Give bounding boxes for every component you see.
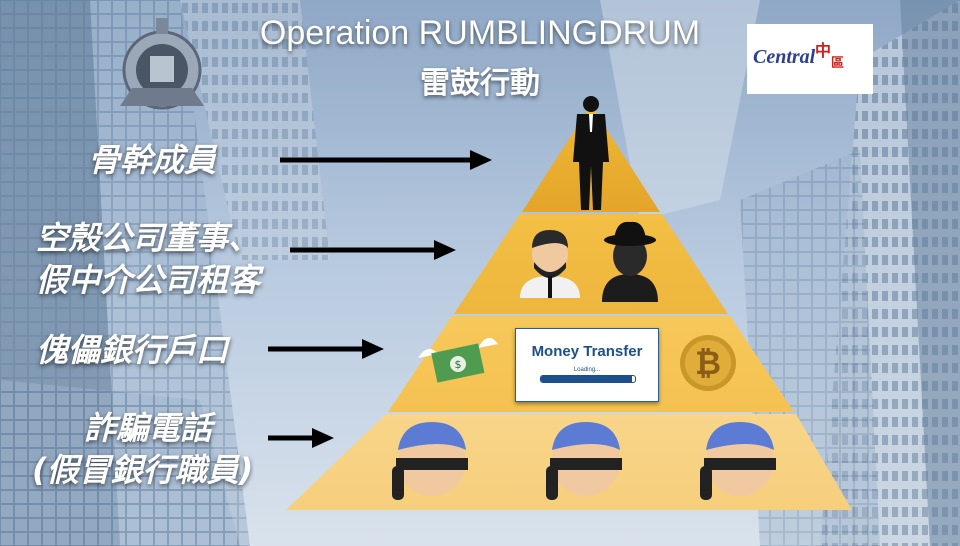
arrow-scam	[268, 428, 334, 448]
logo-zh-small: 區	[831, 56, 845, 71]
money-transfer-progress-bar	[540, 375, 636, 383]
money-transfer-card: Money Transfer Loading...	[515, 328, 659, 402]
hat-man-icon	[602, 221, 658, 302]
label-core-members: 骨幹成員	[88, 141, 217, 179]
businessman-icon	[573, 96, 609, 210]
flying-money-icon: $	[418, 337, 498, 383]
svg-text:₿: ₿	[695, 344, 721, 382]
logo-text: Central	[753, 46, 816, 68]
phone-thief-icon	[392, 422, 468, 500]
money-transfer-loading: Loading...	[573, 367, 601, 373]
phone-thief-icon	[700, 422, 776, 500]
phone-thief-icon	[546, 422, 622, 500]
label-shell-directors-line1: 空殼公司董事、	[36, 219, 261, 257]
svg-text:$: $	[455, 358, 462, 371]
logo-zh: 中	[815, 41, 832, 60]
page-title: Operation RUMBLINGDRUM	[259, 14, 701, 52]
central-district-logo: Central 中 區	[747, 24, 873, 94]
label-scam-calls-line1: 詐騙電話	[84, 409, 213, 447]
arrow-directors	[290, 240, 456, 260]
label-shell-directors-line2: 假中介公司租客	[36, 261, 261, 299]
masked-man-icon	[520, 230, 580, 298]
money-transfer-title: Money Transfer	[531, 343, 643, 360]
page-subtitle: 雷鼓行動	[420, 66, 540, 101]
arrow-core	[280, 150, 492, 170]
money-transfer-progress-fill	[541, 376, 633, 382]
arrow-accounts	[268, 339, 384, 359]
police-crest-icon	[120, 18, 204, 110]
bitcoin-icon: ₿	[680, 335, 736, 391]
label-scam-calls-line2: (假冒銀行職員)	[32, 451, 254, 489]
label-stooge-accounts: 傀儡銀行戶口	[36, 331, 229, 369]
